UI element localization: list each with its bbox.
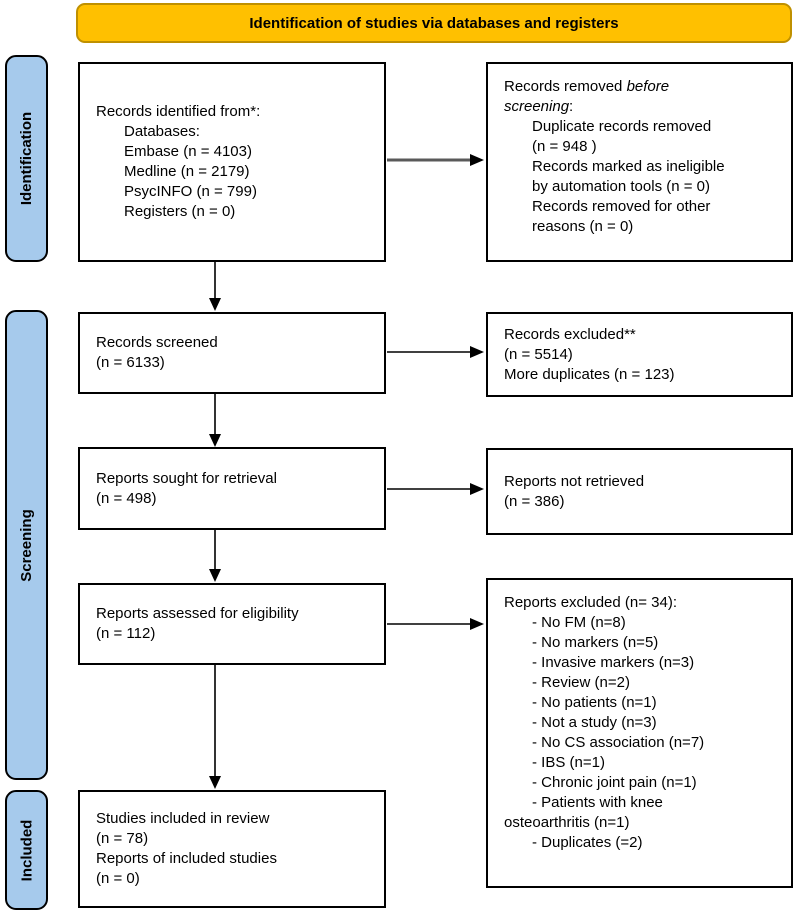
box-line: by automation tools (n = 0) <box>532 178 711 195</box>
box-line: Reports sought for retrieval <box>96 469 277 487</box>
box-title: Records removed before <box>504 78 670 95</box>
box-line: More duplicates (n = 123) <box>504 365 675 383</box>
box-line: Records marked as ineligible <box>532 158 725 175</box>
box-line: (n = 6133) <box>96 354 165 371</box>
box-line: (n = 948 ) <box>532 138 597 155</box>
reports-not-retrieved-box: Reports not retrieved (n = 386) <box>486 448 793 535</box>
box-line: - Review (n=2) <box>532 674 630 691</box>
box-line: - No FM (n=8) <box>532 614 626 631</box>
box-line: (n = 112) <box>96 625 156 642</box>
box-line: Records removed for other <box>532 198 711 215</box>
banner-identification-of-studies: Identification of studies via databases … <box>76 3 792 43</box>
box-line: - Not a study (n=3) <box>532 714 657 731</box>
reports-sought-box: Reports sought for retrieval (n = 498) <box>78 447 386 530</box>
box-line: Embase (n = 4103) <box>124 143 252 160</box>
box-line: reasons (n = 0) <box>532 218 634 235</box>
box-line: Records screened <box>96 334 218 351</box>
stage-label-screening: Screening <box>18 508 35 582</box>
arrow-identified-to-screened <box>209 262 221 311</box>
box-line: Reports of included studies <box>96 850 277 867</box>
box-line: (n = 78) <box>96 830 149 847</box>
box-line: Registers (n = 0) <box>124 203 236 220</box>
box-title: Reports excluded (n= 34): <box>504 594 678 611</box>
reports-assessed-box: Reports assessed for eligibility (n = 11… <box>78 583 386 665</box>
reports-excluded-box: Reports excluded (n= 34): - No FM (n=8) … <box>486 578 793 888</box>
records-screened-box: Records screened (n = 6133) <box>78 312 386 394</box>
arrow-assessed-to-reports-excluded <box>387 618 484 630</box>
box-title-continued: screening: <box>504 98 574 115</box>
box-title: Records identified from*: <box>96 103 261 120</box>
box-line: (n = 386) <box>504 492 565 510</box>
box-line: Duplicate records removed <box>532 118 712 135</box>
arrow-sought-to-assessed <box>209 530 221 582</box>
box-line: Records excluded** <box>504 325 636 343</box>
stage-bar-screening: Screening <box>5 310 48 780</box>
box-line: (n = 498) <box>96 489 157 507</box>
records-removed-box: Records removed before screening: Duplic… <box>486 62 793 262</box>
arrow-identified-to-removed <box>387 154 484 166</box>
box-line: PsycINFO (n = 799) <box>124 183 257 200</box>
arrow-sought-to-not-retrieved <box>387 483 484 495</box>
box-line: - Chronic joint pain (n=1) <box>532 774 697 791</box>
arrow-screened-to-excluded <box>387 346 484 358</box>
box-line: - Invasive markers (n=3) <box>532 654 695 671</box>
box-line: Medline (n = 2179) <box>124 163 250 180</box>
stage-label-included: Included <box>18 819 36 881</box>
box-line: Studies included in review <box>96 810 270 827</box>
box-line: (n = 0) <box>96 870 140 887</box>
box-line: - Duplicates (=2) <box>532 834 643 851</box>
box-line: Databases: <box>124 123 200 140</box>
records-identified-box: Records identified from*: Databases: Emb… <box>78 62 386 262</box>
box-line: - IBS (n=1) <box>532 754 605 771</box>
box-line: (n = 5514) <box>504 345 573 363</box>
box-line: osteoarthritis (n=1) <box>504 814 630 831</box>
box-line: - No patients (n=1) <box>532 694 657 711</box>
box-line: Reports not retrieved <box>504 472 645 490</box>
studies-included-box: Studies included in review (n = 78) Repo… <box>78 790 386 908</box>
banner-title: Identification of studies via databases … <box>249 14 619 32</box>
stage-label-identification: Identification <box>18 111 35 206</box>
box-line: - Patients with knee <box>532 794 663 811</box>
arrow-assessed-to-included <box>209 665 221 789</box>
arrow-screened-to-sought <box>209 394 221 447</box>
box-line: - No CS association (n=7) <box>532 734 705 751</box>
stage-bar-identification: Identification <box>5 55 48 262</box>
stage-bar-included: Included <box>5 790 48 910</box>
box-line: - No markers (n=5) <box>532 634 659 651</box>
records-excluded-box: Records excluded** (n = 5514) More dupli… <box>486 312 793 397</box>
box-line: Reports assessed for eligibility <box>96 605 299 622</box>
